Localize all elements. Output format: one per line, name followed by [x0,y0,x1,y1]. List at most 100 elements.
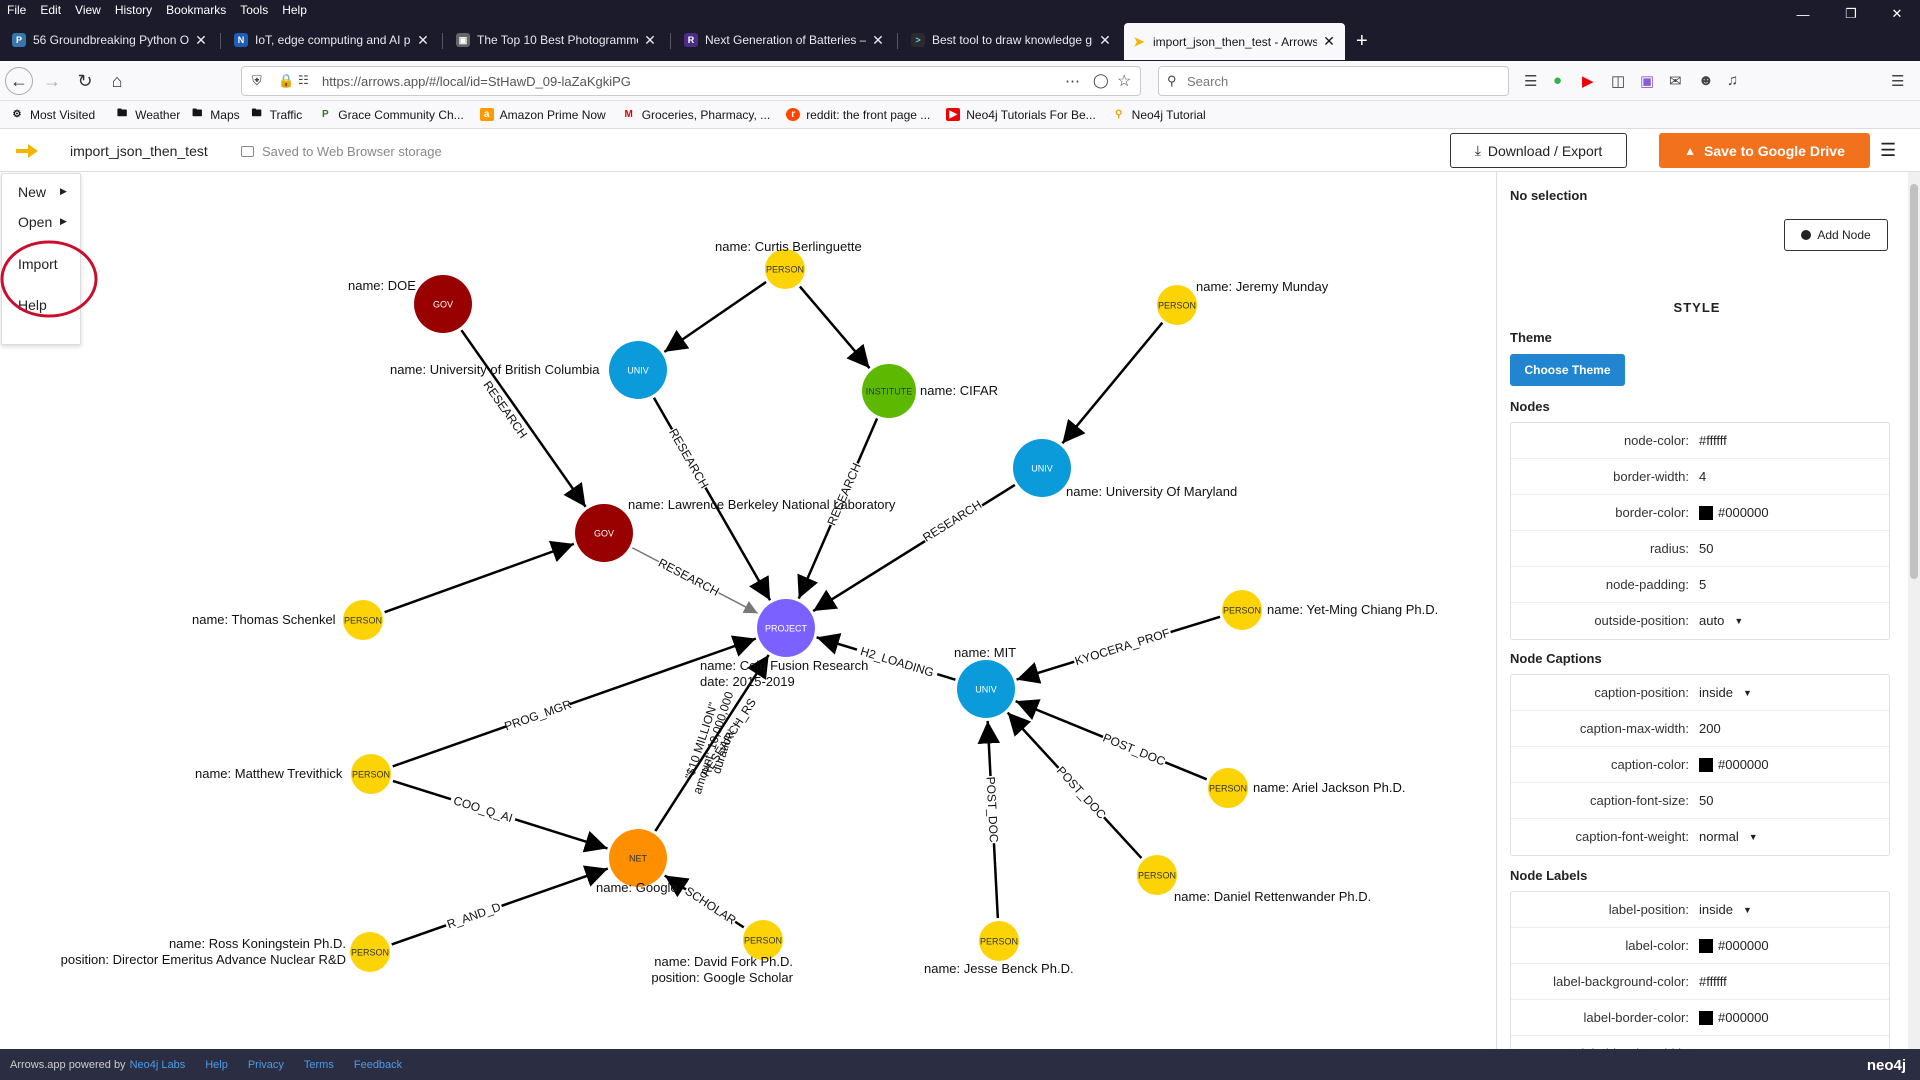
menu-file[interactable]: File [7,2,27,17]
node-circle[interactable] [1013,439,1071,497]
footer-terms-link[interactable]: Terms [303,1058,334,1071]
container-icon[interactable]: ▣ [1640,73,1655,90]
page-info-icon[interactable]: ☷ [298,73,309,87]
node-circle[interactable] [575,504,633,562]
color-swatch[interactable] [1699,757,1713,772]
node-circle[interactable] [1157,285,1197,325]
menu-item-import[interactable]: Import [18,256,58,272]
color-swatch[interactable] [1699,938,1713,953]
choose-theme-button[interactable]: Choose Theme [1510,354,1625,386]
add-node-button[interactable]: Add Node [1784,219,1888,251]
tab-batteries[interactable]: R Next Generation of Batteries – P ✕ [676,26,894,54]
node-circle[interactable] [957,660,1015,718]
inspector-scrollbar[interactable] [1908,172,1920,1049]
minimize-icon[interactable]: — [1796,6,1810,22]
menu-view[interactable]: View [75,2,101,17]
home-icon[interactable]: ⌂ [111,70,123,91]
url-bar[interactable]: ⛨ 🔒 ☷ https://arrows.app/#/local/id=StHa… [241,66,1141,96]
node-circle[interactable] [609,829,667,887]
node-circle[interactable] [609,341,667,399]
bookmark-star-icon[interactable]: ☆ [1117,73,1132,90]
relationship-type-label[interactable]: POST_DOC [1101,731,1168,769]
property-value[interactable]: inside▼ [1699,685,1752,700]
property-value[interactable]: #ffffff [1699,433,1727,448]
relationship-arrow[interactable] [460,329,587,508]
bookmark-maps[interactable]: 🖿Maps [192,107,240,122]
relationship-type-label[interactable]: RESEARCH [666,426,711,491]
property-value[interactable]: 200 [1699,721,1721,736]
relationship-type-label[interactable]: COO_Q_AI [452,793,515,825]
sidebar-icon[interactable]: ◫ [1611,73,1626,90]
relationship-type-label[interactable]: PROG_MGR [503,697,574,734]
account-icon[interactable]: ☻ [1698,72,1714,89]
tab-iot[interactable]: N IoT, edge computing and AI pr ✕ [226,26,439,54]
relationship-arrow[interactable] [384,540,575,614]
property-value[interactable]: 4 [1699,469,1706,484]
dropdown-caret-icon[interactable]: ▼ [1734,615,1744,626]
menu-bookmarks[interactable]: Bookmarks [166,2,227,17]
node-circle[interactable] [1222,590,1262,630]
relationship-type-label[interactable]: RESEARCH [824,461,863,528]
node-circle[interactable] [757,599,815,657]
page-actions-icon[interactable]: ⋯ [1065,73,1080,90]
close-tab-icon[interactable]: ✕ [195,31,207,48]
relationship-arrow[interactable] [798,285,871,369]
dropdown-caret-icon[interactable]: ▼ [1742,687,1752,698]
property-value[interactable]: normal▼ [1699,829,1758,844]
relationship-type-label[interactable]: POST_DOC [984,776,1001,843]
relationship-arrow[interactable] [663,280,767,353]
color-swatch[interactable] [1699,505,1713,520]
neo4j-labs-link[interactable]: Neo4j Labs [129,1058,186,1071]
menu-history[interactable]: History [114,2,153,17]
search-input[interactable]: ⚲ Search [1158,66,1509,96]
node-circle[interactable] [414,275,472,333]
property-value[interactable]: inside▼ [1699,902,1752,917]
url-text[interactable]: https://arrows.app/#/local/id=StHawD_09-… [322,73,631,89]
property-value[interactable]: #000000 [1699,505,1769,520]
node-circle[interactable] [1208,768,1248,808]
node-circle[interactable] [862,364,916,418]
menu-item-help[interactable]: Help [18,297,47,313]
property-value[interactable]: 50 [1699,541,1713,556]
node-circle[interactable] [351,754,391,794]
relationship-type-label[interactable]: R_AND_D [445,900,503,932]
node-circle[interactable] [743,920,783,960]
lock-icon[interactable]: 🔒 [278,73,295,88]
video-icon[interactable]: ▶ [1582,73,1594,90]
new-tab-icon[interactable]: + [1356,30,1368,52]
close-tab-icon[interactable]: ✕ [872,31,884,48]
library-icon[interactable]: ☰ [1524,73,1538,90]
close-window-icon[interactable]: ✕ [1891,6,1903,21]
node-circle[interactable] [1137,855,1177,895]
relationship-arrow[interactable] [392,635,757,768]
color-swatch[interactable] [1699,1010,1713,1025]
property-value[interactable]: #000000 [1699,938,1769,953]
footer-feedback-link[interactable]: Feedback [353,1058,403,1071]
tab-arrows-active[interactable]: ➤ import_json_then_test - Arrows ✕ [1124,23,1345,60]
node-circle[interactable] [343,600,383,640]
property-value[interactable]: #000000 [1699,1010,1769,1025]
node-circle[interactable] [979,921,1019,961]
relationship-type-label[interactable]: RESEARCH [656,556,722,599]
back-icon[interactable]: ← [5,67,33,95]
close-tab-icon[interactable]: ✕ [644,31,656,48]
tab-knowledge-graph[interactable]: > Best tool to draw knowledge gr ✕ [903,26,1121,54]
dropdown-caret-icon[interactable]: ▼ [1742,904,1752,915]
bookmark-weather[interactable]: 🖿Weather [117,107,181,122]
download-export-button[interactable]: ⤓ Download / Export [1450,133,1627,168]
relationship-type-label[interactable]: SCHOLAR [682,884,738,928]
